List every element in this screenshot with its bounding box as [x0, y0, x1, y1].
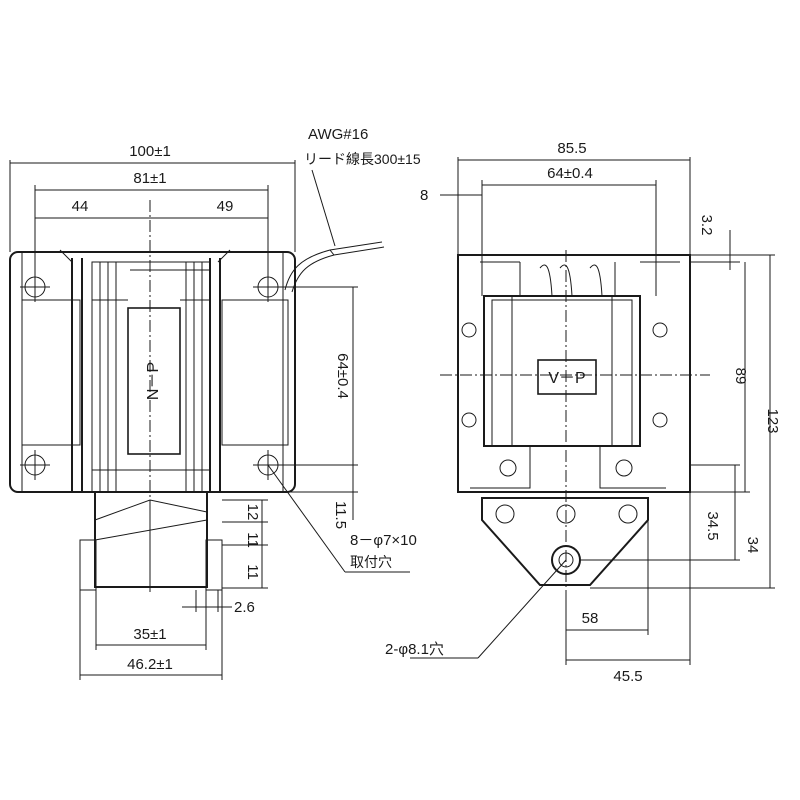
front-left-offset: 44 — [72, 198, 89, 215]
side-mount-holes — [461, 322, 668, 477]
front-coil-label: N－P — [145, 362, 162, 400]
front-top-dims — [9, 160, 296, 280]
front-overall-width: 100±1 — [129, 143, 171, 160]
side-plunger-height: 34 — [744, 537, 761, 554]
lead-length-spec: リード線長300±15 — [304, 151, 421, 167]
plate-thickness: 2.6 — [234, 599, 255, 616]
side-pin-offset: 58 — [582, 610, 599, 627]
mount-holes-spec: 8－φ7×10 — [350, 532, 417, 549]
front-view: N－P 100±1 81±1 44 49 AWG#16 — [9, 126, 421, 680]
front-right-offset: 49 — [217, 198, 234, 215]
stack-dim-mid: 11 — [244, 532, 261, 548]
side-overall-width: 85.5 — [557, 140, 586, 157]
front-bottom-offset: 11.5 — [332, 501, 349, 529]
side-coil-label: V－P — [548, 370, 585, 387]
front-bottom-dims — [79, 590, 223, 680]
lamination-lines — [92, 262, 210, 492]
lead-wire-spec: AWG#16 — [308, 126, 368, 143]
side-body-height: 89 — [732, 368, 749, 385]
side-overall-height: 123 — [764, 408, 781, 433]
side-plunger-offset: 34.5 — [704, 511, 721, 540]
pin-holes-spec: 2-φ8.1穴 — [385, 641, 444, 658]
side-top-dims — [440, 157, 691, 296]
side-pin-to-edge: 45.5 — [613, 668, 642, 685]
stack-dim-bot: 11 — [244, 564, 261, 580]
stack-dim-top: 12 — [244, 504, 261, 521]
side-edge-offset: 8 — [420, 187, 428, 204]
side-top-offset: 3.2 — [698, 215, 715, 236]
side-view: V－P 85.5 64±0.4 8 — [385, 140, 781, 685]
side-hole-pitch: 64±0.4 — [547, 165, 593, 182]
base-width: 46.2±1 — [127, 656, 173, 673]
front-right-dims — [182, 286, 358, 612]
plunger-width: 35±1 — [133, 626, 166, 643]
front-vertical-pitch: 64±0.4 — [334, 353, 351, 399]
side-right-dims — [565, 230, 775, 665]
front-hole-pitch: 81±1 — [133, 170, 166, 187]
mount-holes-caption: 取付穴 — [350, 554, 392, 570]
